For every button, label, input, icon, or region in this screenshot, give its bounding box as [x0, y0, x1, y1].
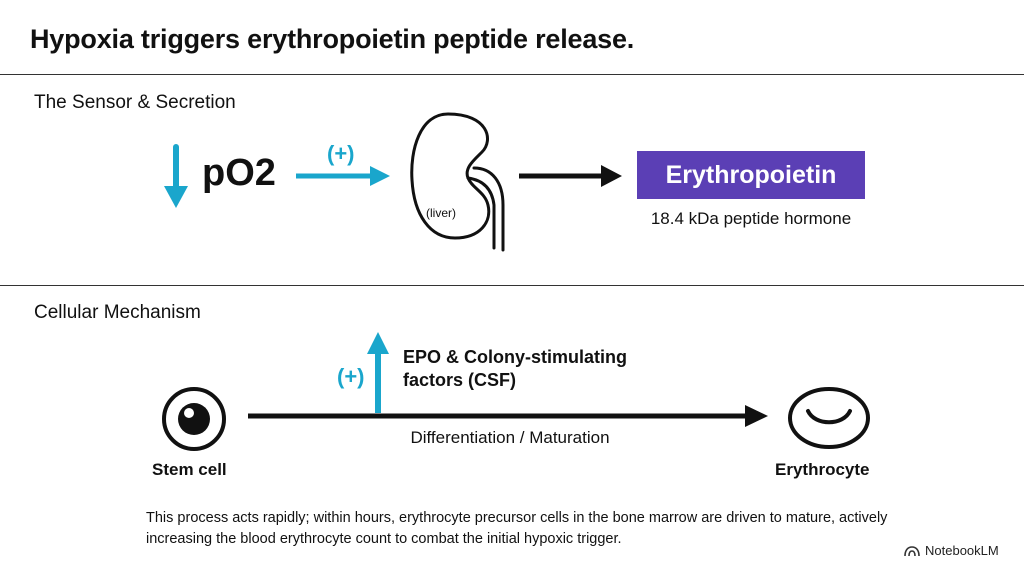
maturation-arrow: [248, 405, 768, 427]
stimulus-arrow: [296, 166, 390, 186]
section-divider: [0, 285, 1024, 286]
erythrocyte-icon: [788, 387, 870, 449]
stem-cell-label: Stem cell: [152, 460, 227, 479]
title-divider: [0, 74, 1024, 75]
factor-line-1: EPO & Colony-stimulating: [403, 347, 628, 367]
process-label: Differentiation / Maturation: [410, 428, 610, 447]
hormone-box: Erythropoietin: [637, 151, 865, 199]
factor-label: EPO & Colony-stimulating factors (CSF): [403, 346, 627, 392]
cellular-plus-sign: (+): [337, 364, 365, 389]
stem-cell-icon: [162, 387, 226, 451]
brand-name: NotebookLM: [925, 543, 999, 558]
section-label-cellular: Cellular Mechanism: [34, 302, 201, 323]
sensor-plus-sign: (+): [327, 141, 355, 166]
organ-label: (liver): [426, 206, 456, 220]
po2-label: pO2: [202, 152, 276, 194]
notebooklm-logo-icon: [904, 545, 920, 556]
factor-line-2: factors (CSF): [403, 370, 517, 390]
kidney-icon: [410, 112, 505, 252]
page-title: Hypoxia triggers erythropoietin peptide …: [30, 24, 635, 54]
secretion-arrow: [519, 165, 622, 187]
brand-watermark: NotebookLM: [904, 543, 999, 558]
down-arrow-icon: [164, 144, 188, 208]
erythrocyte-label: Erythrocyte: [775, 460, 870, 479]
hormone-name: Erythropoietin: [665, 160, 837, 189]
hormone-description: 18.4 kDa peptide hormone: [650, 209, 852, 228]
section-label-sensor: The Sensor & Secretion: [34, 92, 236, 113]
explanatory-note: This process acts rapidly; within hours,…: [146, 510, 888, 547]
up-arrow-icon: [367, 332, 389, 413]
